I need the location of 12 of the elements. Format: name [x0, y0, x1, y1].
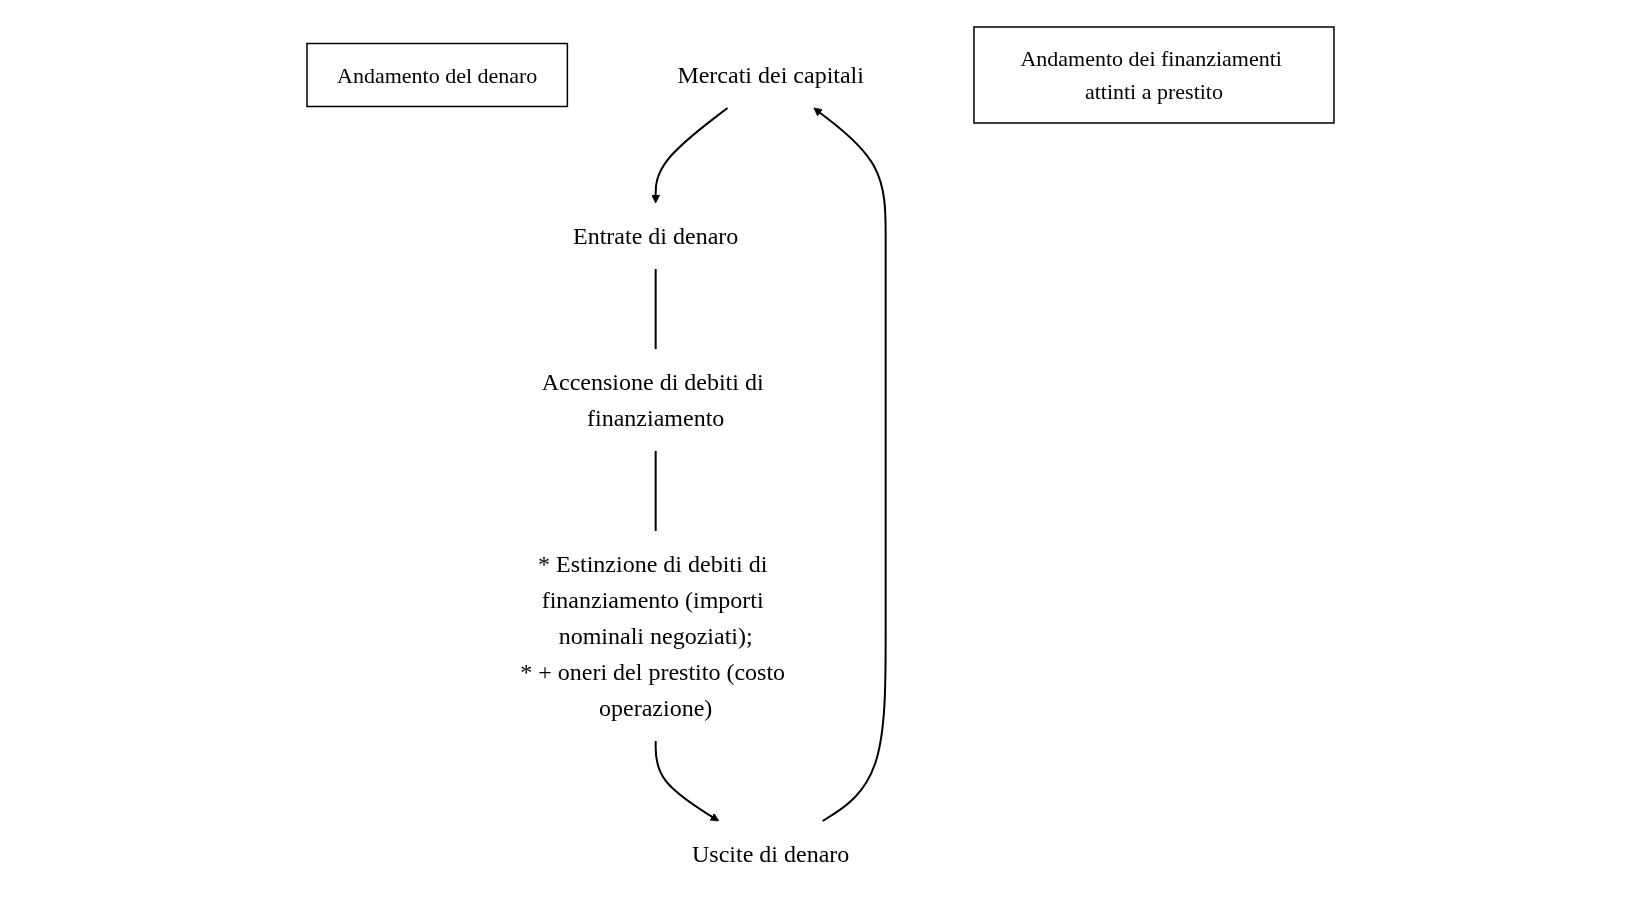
node-text: Entrate di denaro [572, 223, 738, 249]
node-text: * Estinzione di debiti di finanziamento (importi nominali negoziati); * + oneri del prestito (costo operazione) [519, 551, 785, 721]
node-box: Andamento dei finanziamenti attinti a prestito [972, 26, 1335, 124]
arrow [654, 740, 719, 822]
arrow [812, 107, 887, 822]
arrow [650, 107, 729, 204]
connector [654, 450, 657, 532]
node-text: Accensione di debiti di finanziamento [541, 369, 764, 431]
connector [654, 268, 657, 350]
node-box: Andamento del denaro [305, 42, 568, 108]
node-text: Uscite di denaro [691, 841, 849, 867]
node-text: Mercati dei capitali [676, 62, 864, 88]
